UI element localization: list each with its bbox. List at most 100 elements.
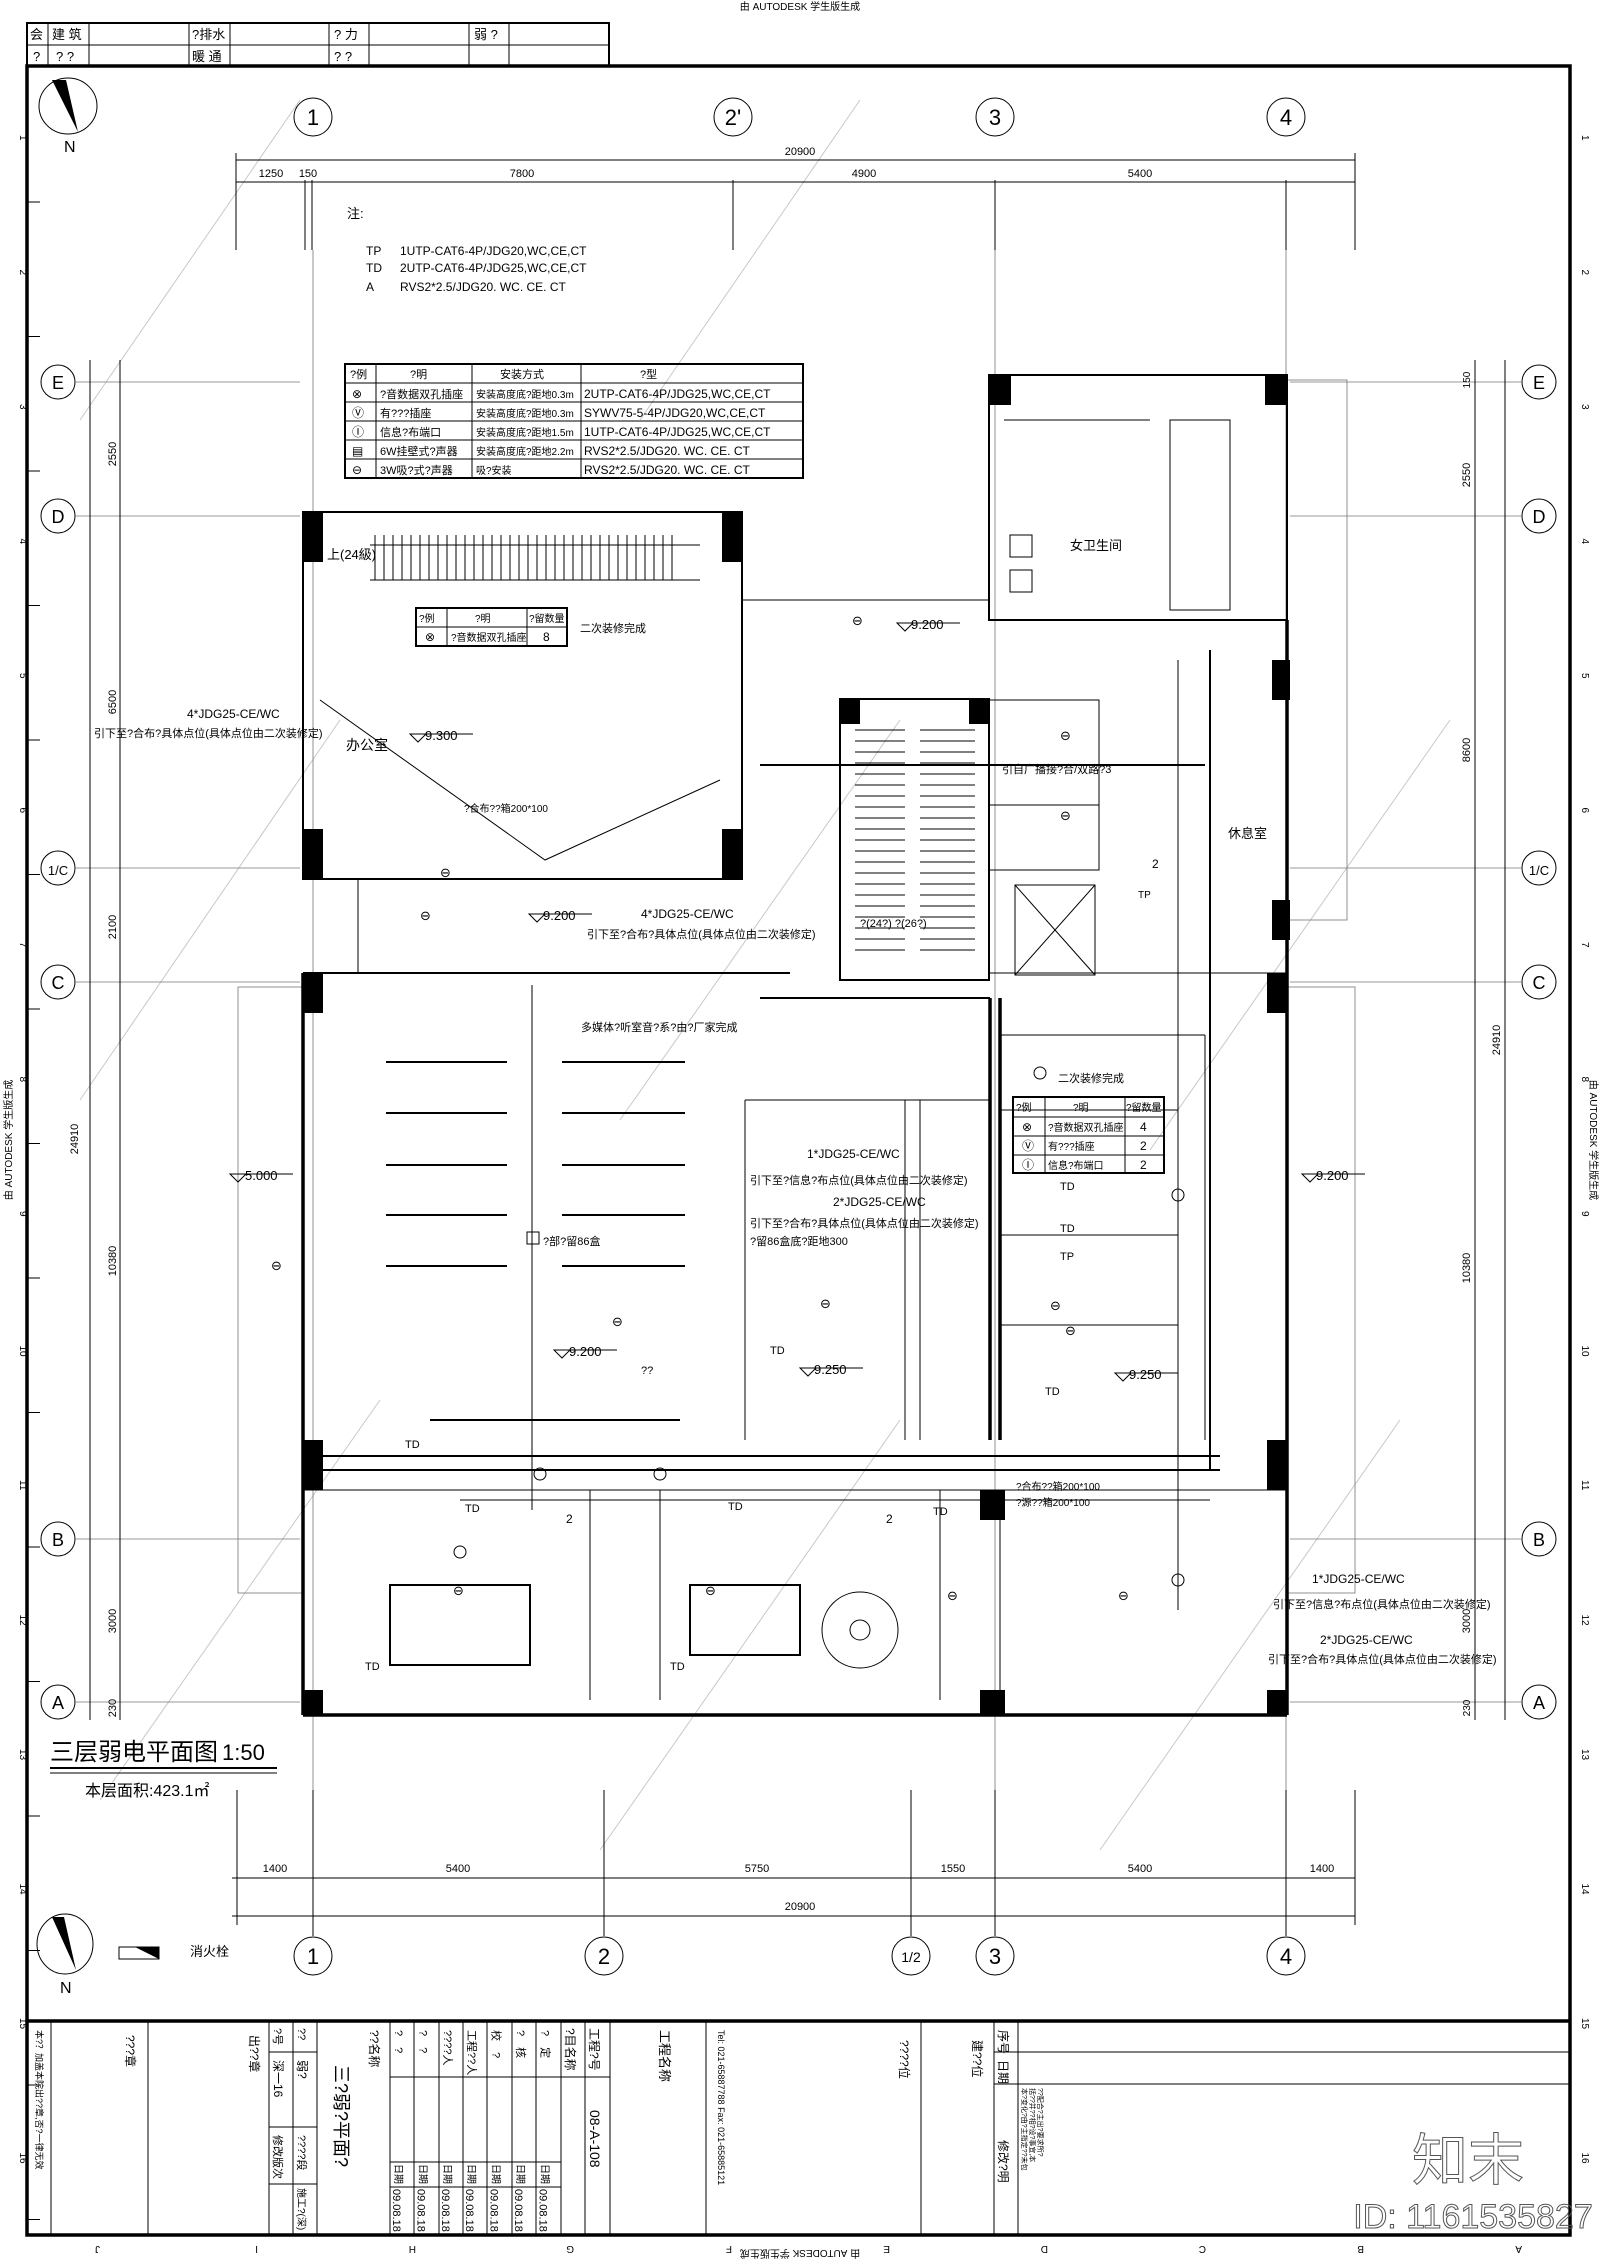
count-label: 2 xyxy=(886,1512,893,1526)
speaker-symbol-icon: ⊖ xyxy=(947,1588,958,1603)
project-no-label: 工程?号 xyxy=(587,2028,602,2071)
dim-part: 10380 xyxy=(107,1246,119,1277)
axis-label: B xyxy=(52,1530,64,1550)
data-outlet-icon: ⊗ xyxy=(1022,1120,1032,1134)
sheet-value: 深一16 xyxy=(271,2060,285,2098)
drawing-name-label: ??名称 xyxy=(367,2030,382,2067)
axis-label: D xyxy=(52,507,65,527)
margin-number-right: 6 xyxy=(1579,808,1590,814)
broadcast-label: 引自广播接?合/双路?3 xyxy=(1002,762,1111,776)
revision-label: 修改版次 xyxy=(271,2135,285,2179)
table-note: 二次装修完成 xyxy=(1058,1071,1124,1085)
elevation-mark-icon xyxy=(552,1349,572,1359)
power-box-label: ?源??箱200*100 xyxy=(1016,1496,1090,1509)
elevation-label: 9.200 xyxy=(911,617,944,632)
table-cell: 8 xyxy=(543,630,550,644)
watermark-brand: 知末 xyxy=(1412,2129,1524,2192)
legend-desc: 有???插座 xyxy=(380,406,431,420)
axis-label: 1/C xyxy=(1529,863,1549,878)
cable-run-desc: 引下至?合布?具体点位(具体点位由二次装修定) xyxy=(587,927,816,941)
role-label: 校 ? xyxy=(490,2030,504,2058)
office-qty-table: ?例 ?明 ?留数量 ⊗ ?音数据双孔插座 8 二次装修完成 xyxy=(415,607,646,647)
title-block: 本?？加盖本院出??章,否?一律无效???章出??章?号深一16修改版次??弱?… xyxy=(34,2021,1593,2237)
legend-desc: 6W挂壁式?声器 xyxy=(380,444,458,458)
legend-header: ?例 xyxy=(350,367,367,381)
autodesk-note-right: 由 AUTODESK 学生版生成 xyxy=(1587,1080,1600,1200)
border-letter: B xyxy=(1357,2243,1364,2254)
margin-number-left: 1 xyxy=(17,135,28,141)
legend-install: 安装高度底?距地2.2m xyxy=(476,445,574,458)
dim-part: 3000 xyxy=(107,1609,119,1633)
data-outlet-icon: ⊗ xyxy=(425,630,435,644)
stamp-label: 出??章 xyxy=(247,2035,262,2072)
count-label: 2 xyxy=(1152,857,1159,871)
date-value: 09.08.18 xyxy=(463,2189,475,2232)
elevation-label: 9.300 xyxy=(425,728,458,743)
margin-number-left: 2 xyxy=(17,270,28,276)
dim-part: 2550 xyxy=(107,442,119,466)
outlet-code: TD xyxy=(1045,1386,1060,1398)
autodesk-note-bottom: 由 AUTODESK 学生版生成 xyxy=(740,2247,860,2260)
border-letter: E xyxy=(883,2243,890,2254)
east-balcony xyxy=(1286,986,1356,1594)
major-value: 弱? xyxy=(295,2060,309,2079)
sheet-label: ?号 xyxy=(271,2028,284,2045)
elevator xyxy=(1014,884,1096,976)
hydrant-legend: 消火栓 xyxy=(118,1944,229,1960)
dim-part: 5400 xyxy=(1128,1863,1152,1875)
date-label: 日期 xyxy=(465,2164,477,2184)
axis-bubbles-top: 1 2' 3 4 xyxy=(293,97,1306,137)
axis-label: 4 xyxy=(1280,105,1292,130)
signoff-cell: 弱 ? xyxy=(474,27,498,42)
margin-number-left: 10 xyxy=(17,1346,28,1358)
dim-part: 1400 xyxy=(1310,1863,1334,1875)
elevation-mark-icon xyxy=(408,733,428,743)
office-room xyxy=(302,511,743,880)
border-letter: G xyxy=(566,2243,574,2254)
border-letter: H xyxy=(409,2243,416,2254)
dim-part: 3000 xyxy=(1461,1609,1473,1633)
role-label: 工程??人 xyxy=(465,2030,478,2075)
dimension-left: 24910 2550 6500 2100 10380 3000 230 xyxy=(69,360,121,1720)
date-label: 日期 xyxy=(392,2164,404,2184)
dim-part: 230 xyxy=(1462,1699,1473,1716)
border-letter: A xyxy=(1515,2243,1522,2254)
speaker-symbol-icon: ⊖ xyxy=(1060,808,1071,823)
dimension-right: 24910 150 2550 8600 10380 3000 230 xyxy=(1461,360,1506,1720)
north-label: N xyxy=(60,1980,72,1997)
table-header: ?明 xyxy=(475,613,491,625)
west-balcony xyxy=(237,986,304,1594)
table-header: ?例 xyxy=(419,612,435,625)
signoff-cell: ?排水 xyxy=(192,27,225,42)
outlet-code: TP xyxy=(1138,890,1151,901)
note-code: TP xyxy=(366,244,381,258)
margin-number-right: 3 xyxy=(1579,404,1590,410)
design-unit-label: ????位 xyxy=(897,2040,912,2079)
table-header: ?明 xyxy=(1073,1102,1089,1114)
signoff-cell: 会 xyxy=(30,27,43,42)
dim-part: 8600 xyxy=(1461,738,1473,762)
axis-label: 1/C xyxy=(48,863,68,878)
axis-label: 1 xyxy=(307,1944,319,1969)
fire-hydrant-icon xyxy=(135,1947,159,1959)
legend-desc: 信息?布端口 xyxy=(380,425,441,439)
cable-run-label: 1*JDG25-CE/WC xyxy=(807,1147,900,1161)
legend-install: 吸?安装 xyxy=(476,464,512,477)
elevation-label: 5.000 xyxy=(245,1168,278,1183)
axis-label: 1 xyxy=(307,105,319,130)
signoff-cell: ? 力 xyxy=(334,27,358,42)
tv-outlet-icon: Ⓥ xyxy=(352,406,364,420)
data-outlet-icon: ⊗ xyxy=(352,387,362,401)
axis-label: 1/2 xyxy=(901,1949,921,1965)
date-value: 09.08.18 xyxy=(512,2189,524,2232)
axis-label: B xyxy=(1533,1530,1545,1550)
date-label: 日期 xyxy=(441,2164,453,2184)
speaker-symbol-icon: ⊖ xyxy=(1050,1298,1061,1313)
speaker-symbol-icon: ⊖ xyxy=(820,1296,831,1311)
dim-part: 10380 xyxy=(1461,1253,1473,1284)
date-value: 09.08.18 xyxy=(414,2189,426,2232)
signoff-cell: ? ? xyxy=(56,49,74,64)
